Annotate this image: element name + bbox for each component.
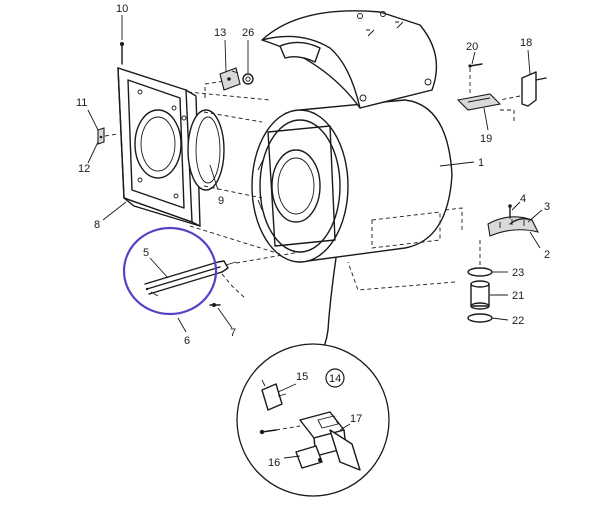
callout-15: 15 (296, 371, 308, 383)
inset-screw (259, 425, 301, 435)
highlight-circle (122, 226, 218, 316)
callout-16: 16 (268, 457, 280, 469)
callout-12: 12 (78, 163, 90, 175)
plate-16 (295, 445, 323, 469)
thermostat-15 (261, 379, 287, 411)
nut-26 (242, 73, 254, 85)
screw-20 (468, 63, 483, 96)
callout-4: 4 (520, 193, 526, 205)
front-panel (117, 67, 201, 227)
clip-3 (509, 217, 533, 225)
callout-19: 19 (480, 133, 492, 145)
callout-8: 8 (94, 219, 100, 231)
callout-labels: 10 13 26 11 12 8 9 20 18 19 1 4 3 2 23 2… (76, 3, 550, 469)
callout-22: 22 (512, 315, 524, 327)
bracket-13 (219, 67, 241, 91)
inset-detail (236, 343, 390, 497)
clip-12 (97, 127, 119, 145)
callout-2: 2 (544, 249, 550, 261)
bearing-21 (470, 280, 490, 310)
callout-20: 20 (466, 41, 478, 53)
callout-5: 5 (143, 247, 149, 259)
front-seal (187, 109, 225, 191)
drum-top-panel (261, 10, 438, 109)
callout-11: 11 (76, 97, 87, 109)
fuse-holder-17 (299, 411, 361, 471)
drum-assembly (251, 99, 463, 263)
ring-23 (467, 267, 493, 277)
ring-22 (467, 313, 493, 323)
callout-10: 10 (116, 3, 128, 15)
callout-26: 26 (242, 27, 254, 39)
leader-lines (87, 15, 543, 459)
screw-4 (508, 204, 512, 219)
callout-6: 6 (184, 335, 190, 347)
callout-9: 9 (218, 195, 224, 207)
heater-element (144, 251, 301, 299)
screw-7 (209, 303, 221, 307)
bracket-19 (456, 93, 502, 111)
callout-1: 1 (478, 157, 484, 169)
callout-23: 23 (512, 267, 524, 279)
callout-14: 14 (329, 373, 341, 385)
callout-17: 17 (350, 413, 362, 425)
callout-21: 21 (512, 290, 524, 302)
sensor-bracket-2 (487, 216, 540, 237)
callout-18: 18 (520, 37, 532, 49)
callout-14-ring (325, 368, 345, 388)
callout-13: 13 (214, 27, 226, 39)
callout-3: 3 (544, 201, 550, 213)
screw-10 (120, 42, 124, 65)
callout-7: 7 (230, 327, 236, 339)
bracket-18 (499, 71, 547, 107)
